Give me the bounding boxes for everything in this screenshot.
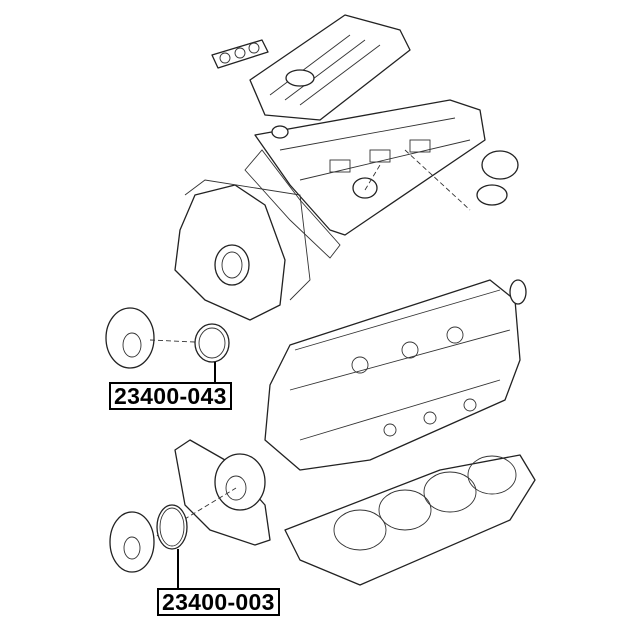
part-label-23400-043: 23400-043 [109, 382, 232, 410]
vacuum-pump-seal-ring [156, 504, 188, 550]
camshaft-seal-ring [194, 323, 230, 363]
camshaft-adapter-plate [105, 307, 196, 369]
intake-gasket [211, 39, 269, 69]
vacuum-pump [149, 439, 271, 546]
vacuum-pump-adapter-plate [109, 511, 155, 573]
cylinder-head [264, 279, 527, 471]
head-gasket [284, 454, 536, 586]
engine-cover [249, 14, 411, 121]
oil-filler-cap [271, 125, 519, 206]
part-label-23400-003: 23400-003 [157, 588, 280, 616]
timing-cover [174, 179, 311, 321]
valve-cover [254, 99, 486, 236]
valve-cover-gasket [244, 149, 341, 259]
